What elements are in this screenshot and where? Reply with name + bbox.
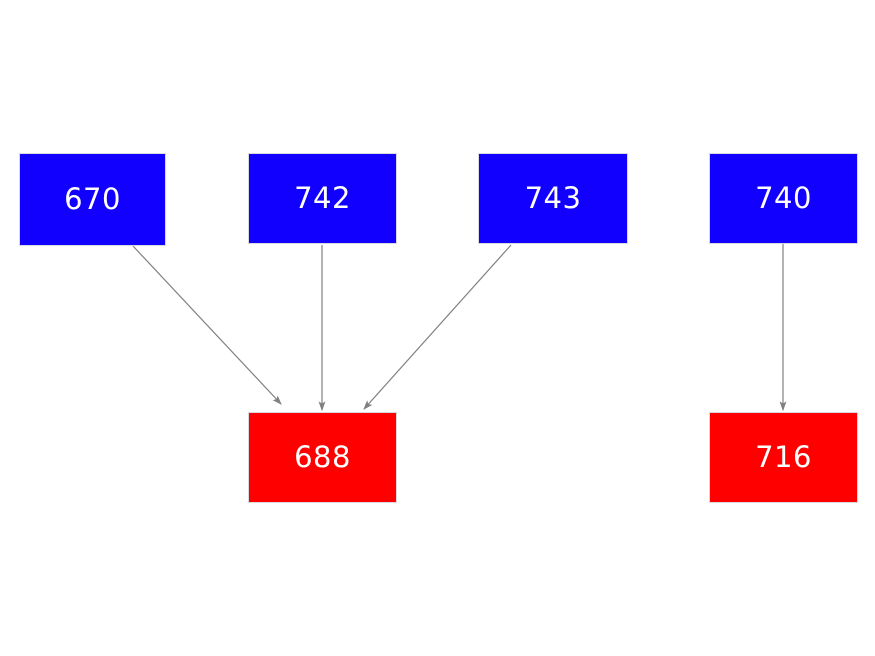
graph-node-label-742: 742 — [294, 181, 351, 215]
graph-node-742[interactable]: 742 — [248, 153, 397, 244]
graph-node-label-670: 670 — [64, 182, 121, 216]
graph-node-label-743: 743 — [524, 181, 582, 215]
edge-743-to-688 — [363, 244, 512, 410]
graph-node-label-740: 740 — [755, 181, 812, 215]
graph-node-716[interactable]: 716 — [709, 412, 858, 503]
graph-node-label-688: 688 — [294, 440, 351, 474]
graph-node-688[interactable]: 688 — [248, 412, 397, 503]
edge-670-to-688 — [132, 245, 282, 405]
graph-node-743[interactable]: 743 — [478, 153, 628, 244]
graph-node-label-716: 716 — [755, 440, 812, 474]
graph-node-740[interactable]: 740 — [709, 153, 858, 244]
graph-node-670[interactable]: 670 — [19, 153, 166, 246]
